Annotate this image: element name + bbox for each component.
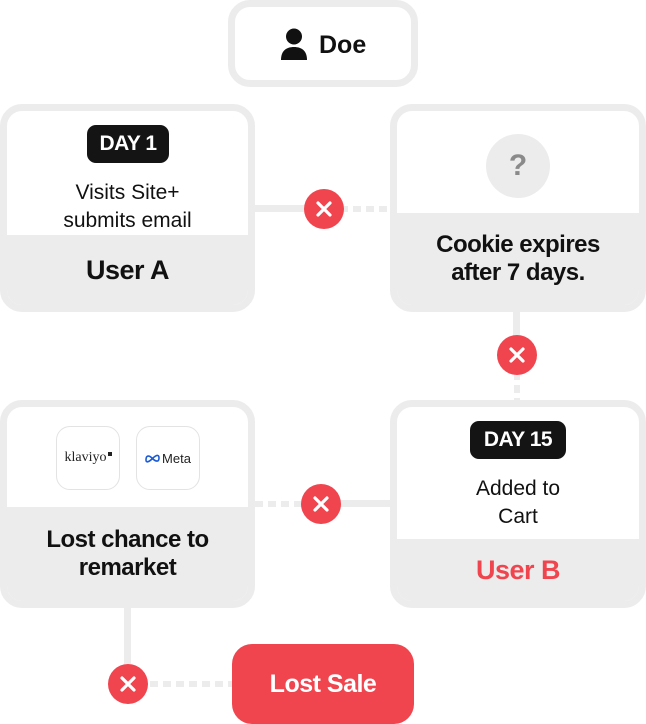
connector-usera-cookie <box>252 205 310 212</box>
remarket-text: Lost chance to remarket <box>46 526 209 581</box>
user-a-label: User A <box>85 254 170 285</box>
top-user-name: Doe <box>319 31 367 59</box>
user-icon <box>281 28 307 62</box>
user-b-card: DAY 15 Added to Cart User B <box>390 400 646 608</box>
x-badge-lost-sale <box>108 664 148 704</box>
remarket-footer: Lost chance to remarket <box>7 507 248 601</box>
dotted-connector-remarket-userb <box>255 501 303 507</box>
dotted-connector-lostsale <box>150 681 232 687</box>
user-a-card: DAY 1 Visits Site+ submits email User A <box>0 104 255 312</box>
user-b-description: Added to Cart <box>475 477 561 528</box>
connector-remarket-lostsale <box>124 602 131 664</box>
cookie-footer: Cookie expires after 7 days. <box>397 213 639 305</box>
klaviyo-flag-icon <box>107 452 112 456</box>
cookie-card: ? Cookie expires after 7 days. <box>390 104 646 312</box>
close-icon <box>509 347 525 363</box>
cookie-text: Cookie expires after 7 days. <box>436 231 600 286</box>
question-icon: ? <box>486 134 550 198</box>
klaviyo-logo: klaviyo <box>56 426 120 490</box>
remarket-card: klaviyo Meta Lost chance to remarket <box>0 400 255 608</box>
meta-infinity-icon <box>145 454 160 463</box>
close-icon <box>313 496 329 512</box>
meta-logo: Meta <box>136 426 200 490</box>
connector-userb-remarket <box>338 500 393 507</box>
x-badge-usera-cookie <box>304 189 344 229</box>
x-badge-userb-remarket <box>301 484 341 524</box>
connector-cookie-userb <box>513 308 520 338</box>
close-icon <box>316 201 332 217</box>
dotted-connector-cookie-userb <box>514 372 520 402</box>
top-user-card: Doe <box>228 0 418 87</box>
day-badge: DAY 1 <box>87 125 169 163</box>
user-a-footer: User A <box>7 235 248 305</box>
day-badge: DAY 15 <box>470 421 566 459</box>
dotted-connector-usera-cookie <box>340 206 390 212</box>
x-badge-cookie-userb <box>497 335 537 375</box>
user-b-footer: User B <box>397 539 639 601</box>
user-a-description: Visits Site+ submits email <box>63 181 192 232</box>
close-icon <box>120 676 136 692</box>
lost-sale-badge: Lost Sale <box>232 644 414 724</box>
user-b-label: User B <box>475 554 561 585</box>
